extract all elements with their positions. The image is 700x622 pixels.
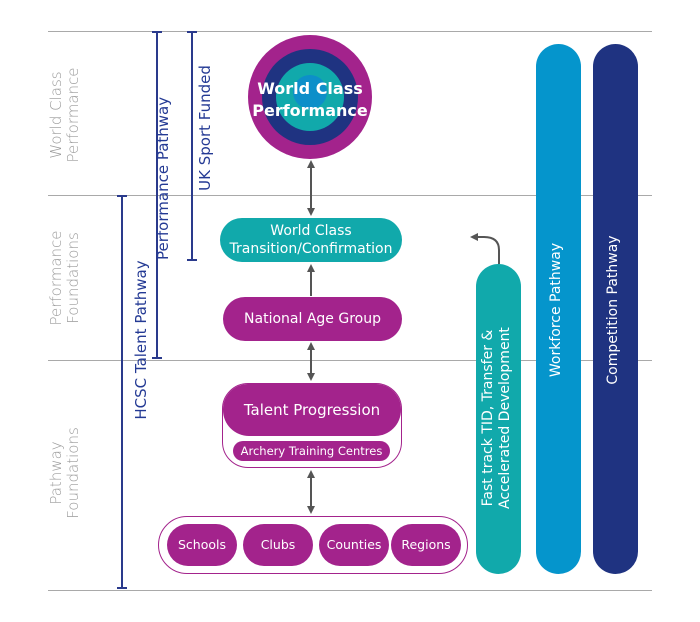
node-label: Schools [177,537,226,552]
performance-pathway-bracket [152,31,162,359]
competition-pathway-bar [593,44,638,574]
schools-node: Schools [167,524,237,566]
node-label: Archery Training Centres [240,444,383,458]
zone-divider-top [48,31,652,32]
zone-divider-2 [48,360,652,361]
target-label-line: World Class [257,79,363,98]
workforce-pathway-bar [536,44,581,574]
node-label: Clubs [260,537,296,552]
regions-node: Regions [391,524,461,566]
zone-divider-bottom [48,590,652,591]
clubs-node: Clubs [243,524,313,566]
archery-training-centres-node: Archery Training Centres [233,441,390,461]
node-label: Regions [401,537,451,552]
national-age-group-node: National Age Group [223,297,402,341]
arrow-fast-track [470,233,500,264]
uk-sport-funded-bracket [187,31,197,261]
node-label-line: World Class [270,223,352,239]
talent-progression-node: Talent Progression [223,384,401,436]
talent-progression-group: Talent Progression Archery Training Cent… [222,383,402,468]
target-bullseye [293,75,327,109]
node-label-line: Transition/Confirmation [229,241,393,257]
target-label: World Class Performance [247,78,373,122]
counties-node: Counties [319,524,389,566]
node-label: Counties [326,537,382,552]
zone-divider-1 [48,195,652,196]
world-class-transition-node: World Class Transition/Confirmation [220,218,402,262]
world-class-target [248,35,372,159]
fast-track-bar [476,264,521,574]
node-label: Talent Progression [243,401,381,419]
target-label-line: Performance [252,101,368,120]
foundation-group: Schools Clubs Counties Regions [158,516,468,574]
node-label: National Age Group [244,311,381,327]
hcsc-talent-pathway-bracket [117,195,127,589]
